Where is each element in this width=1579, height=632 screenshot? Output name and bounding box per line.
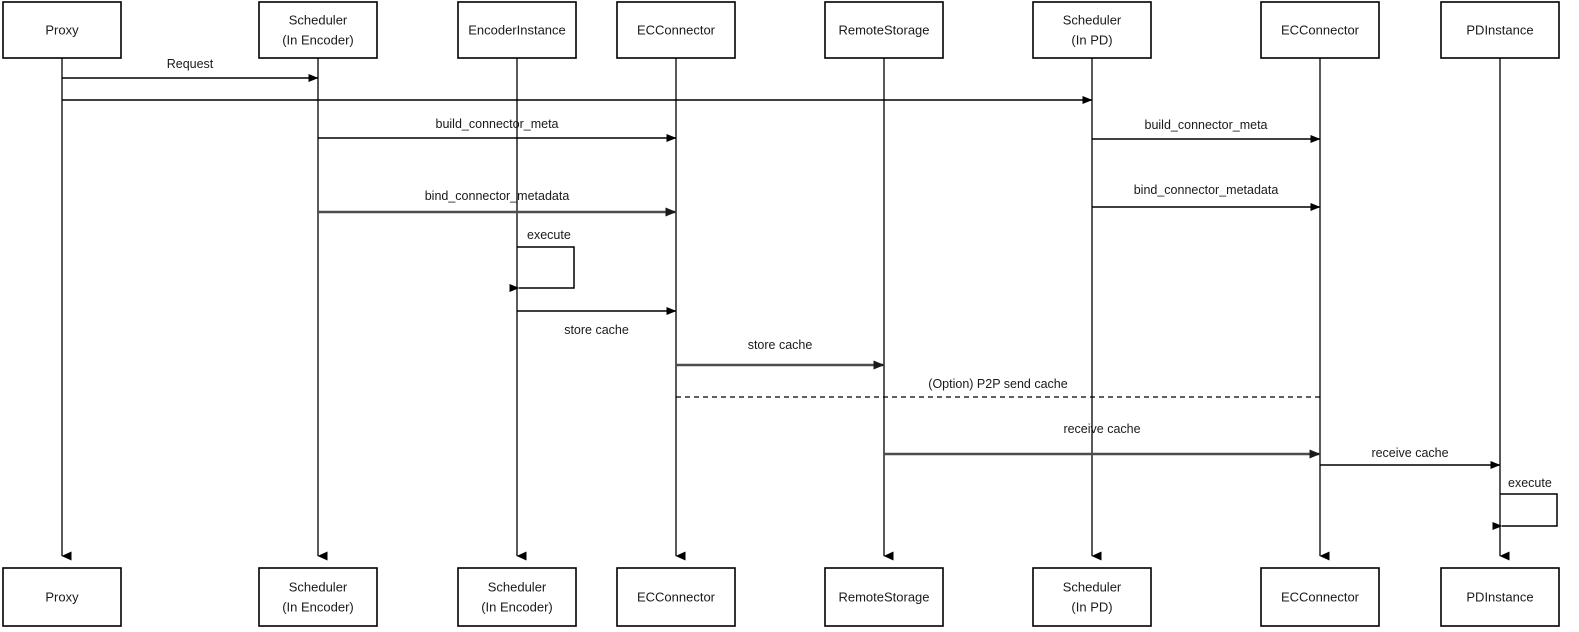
top-box-label-sched_enc: Scheduler: [289, 12, 348, 27]
message-label-m11: receive cache: [1371, 446, 1448, 460]
bottom-box-label-remote: RemoteStorage: [838, 589, 929, 604]
top-box-rect-remote: [824, 1, 944, 59]
top-box-sublabel-sched_pd: (In PD): [1071, 32, 1112, 47]
bottom-participant-box-sched_enc[interactable]: Scheduler (In Encoder): [258, 567, 378, 627]
message-label-m4: build_connector_meta: [1145, 118, 1268, 132]
bottom-box-rect-ecc_left: [616, 567, 736, 627]
bottom-participant-box-ecc_right[interactable]: ECConnector: [1260, 567, 1380, 627]
top-box-rect-sched_pd: [1032, 1, 1152, 59]
top-box-label-sched_pd: Scheduler: [1063, 12, 1122, 27]
bottom-box-label-encoder_inst: Scheduler: [488, 579, 547, 594]
top-participant-box-pd_inst[interactable]: PDInstance: [1440, 1, 1560, 59]
message-label-m1: Request: [167, 57, 214, 71]
top-participant-box-remote[interactable]: RemoteStorage: [824, 1, 944, 59]
bottom-box-sublabel-sched_pd: (In PD): [1071, 599, 1112, 614]
message-label-m6: bind_connector_metadata: [1134, 183, 1279, 197]
top-participant-boxes: Proxy Scheduler (In Encoder) EncoderInstanc…: [2, 1, 1560, 59]
lifelines-group: [61, 58, 1510, 561]
top-participant-box-sched_enc[interactable]: Scheduler (In Encoder): [258, 1, 378, 59]
bottom-participant-box-pd_inst[interactable]: PDInstance: [1440, 567, 1560, 627]
top-box-label-pd_inst: PDInstance: [1466, 22, 1533, 37]
top-box-rect-proxy: [2, 1, 122, 59]
top-participant-box-encoder_inst[interactable]: EncoderInstance: [457, 1, 577, 59]
top-participant-box-proxy[interactable]: Proxy: [2, 1, 122, 59]
top-participant-box-ecc_left[interactable]: ECConnector: [616, 1, 736, 59]
message-label-m7: store cache: [564, 323, 629, 337]
top-box-rect-encoder_inst: [457, 1, 577, 59]
top-box-rect-sched_enc: [258, 1, 378, 59]
top-box-label-encoder_inst: EncoderInstance: [468, 22, 566, 37]
bottom-box-rect-sched_pd: [1032, 567, 1152, 627]
messages-group: Request build_connector_meta build_connect…: [62, 57, 1501, 469]
bottom-participant-box-sched_pd[interactable]: Scheduler (In PD): [1032, 567, 1152, 627]
bottom-box-label-proxy: Proxy: [45, 589, 79, 604]
top-box-rect-ecc_right: [1260, 1, 1380, 59]
self-message-s2[interactable]: [1492, 493, 1558, 530]
bottom-participant-box-ecc_left[interactable]: ECConnector: [616, 567, 736, 627]
bottom-participant-boxes: Proxy Scheduler (In Encoder) Scheduler (In E…: [2, 567, 1560, 627]
message-label-m3: build_connector_meta: [436, 117, 559, 131]
bottom-box-sublabel-sched_enc: (In Encoder): [282, 599, 354, 614]
bottom-participant-box-encoder_inst[interactable]: Scheduler (In Encoder): [457, 567, 577, 627]
bottom-box-rect-remote: [824, 567, 944, 627]
bottom-participant-box-remote[interactable]: RemoteStorage: [824, 567, 944, 627]
bottom-box-sublabel-encoder_inst: (In Encoder): [481, 599, 553, 614]
top-box-sublabel-sched_enc: (In Encoder): [282, 32, 354, 47]
bottom-box-label-ecc_right: ECConnector: [1281, 589, 1360, 604]
self-message-s1[interactable]: [509, 246, 575, 292]
top-box-label-proxy: Proxy: [45, 22, 79, 37]
message-label-m10: receive cache: [1063, 422, 1140, 436]
message-label-m8: store cache: [748, 338, 813, 352]
bottom-box-label-pd_inst: PDInstance: [1466, 589, 1533, 604]
bottom-box-rect-sched_enc: [258, 567, 378, 627]
top-box-label-ecc_right: ECConnector: [1281, 22, 1360, 37]
bottom-box-rect-pd_inst: [1440, 567, 1560, 627]
self-message-label-s1: execute: [527, 228, 571, 242]
top-box-rect-pd_inst: [1440, 1, 1560, 59]
bottom-participant-box-proxy[interactable]: Proxy: [2, 567, 122, 627]
bottom-box-label-sched_pd: Scheduler: [1063, 579, 1122, 594]
bottom-box-label-ecc_left: ECConnector: [637, 589, 716, 604]
message-label-m5: bind_connector_metadata: [425, 189, 570, 203]
message-label-m9: (Option) P2P send cache: [928, 377, 1067, 391]
top-participant-box-ecc_right[interactable]: ECConnector: [1260, 1, 1380, 59]
bottom-box-rect-encoder_inst: [457, 567, 577, 627]
bottom-box-rect-proxy: [2, 567, 122, 627]
self-messages-group: execute execute: [509, 228, 1558, 530]
bottom-box-rect-ecc_right: [1260, 567, 1380, 627]
top-participant-box-sched_pd[interactable]: Scheduler (In PD): [1032, 1, 1152, 59]
bottom-box-label-sched_enc: Scheduler: [289, 579, 348, 594]
top-box-label-ecc_left: ECConnector: [637, 22, 716, 37]
top-box-label-remote: RemoteStorage: [838, 22, 929, 37]
self-message-label-s2: execute: [1508, 476, 1552, 490]
top-box-rect-ecc_left: [616, 1, 736, 59]
